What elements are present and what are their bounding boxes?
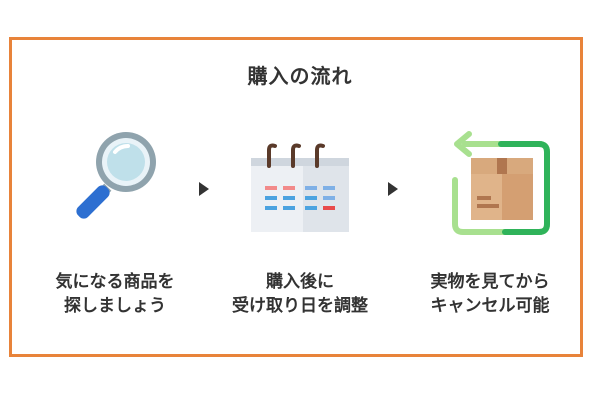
step-1-caption: 気になる商品を 探しましょう xyxy=(25,270,205,318)
step-3-caption: 実物を見てから キャンセル可能 xyxy=(400,270,580,318)
step-2-caption: 購入後に 受け取り日を調整 xyxy=(210,270,390,318)
flow-arrow-2 xyxy=(388,182,398,196)
step-1-line-1: 気になる商品を xyxy=(55,272,175,292)
step-2-line-1: 購入後に xyxy=(266,272,334,292)
calendar-icon xyxy=(251,143,349,232)
step-2-line-2: 受け取り日を調整 xyxy=(232,296,368,316)
magnifying-glass-icon xyxy=(76,132,156,219)
page-title: 購入の流れ xyxy=(247,64,353,88)
flow-arrow-1 xyxy=(199,182,209,196)
box-return-icon xyxy=(452,131,550,235)
step-3-line-1: 実物を見てから xyxy=(430,272,550,292)
step-1-line-2: 探しましょう xyxy=(64,296,166,316)
step-3-line-2: キャンセル可能 xyxy=(430,296,550,316)
